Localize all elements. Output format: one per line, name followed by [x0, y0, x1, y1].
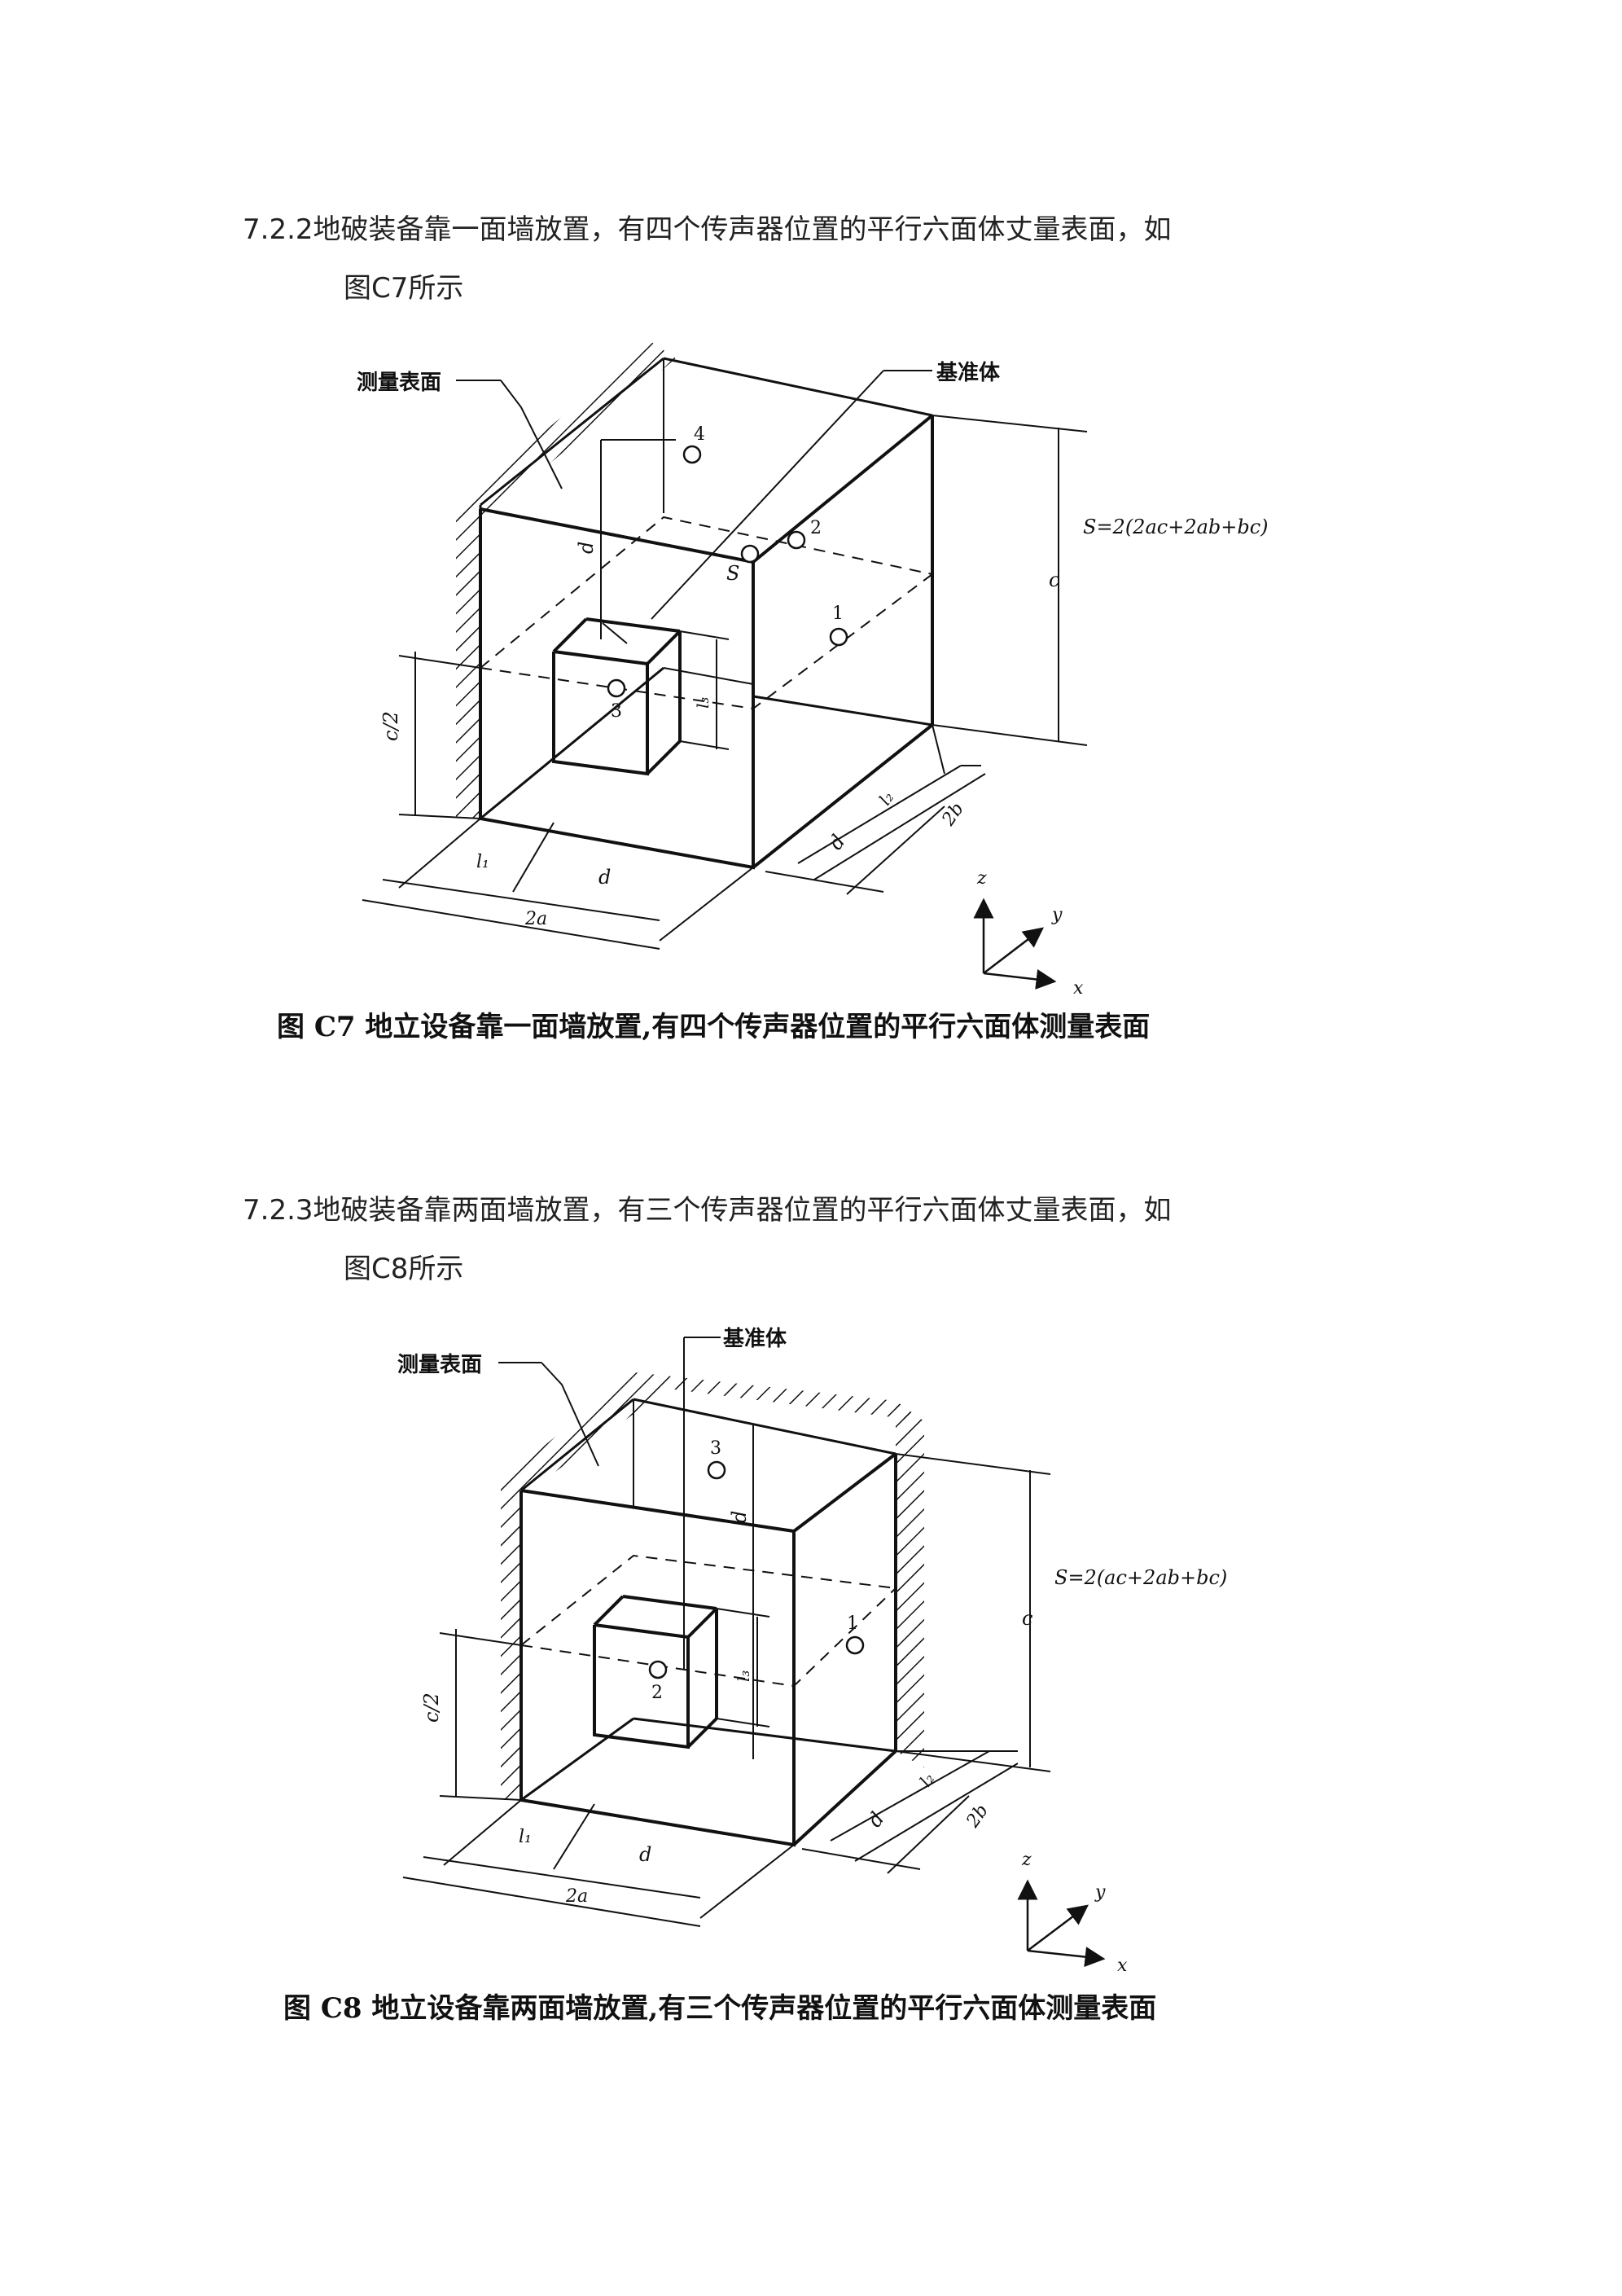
mic-label-4: 4 [694, 424, 705, 445]
mic-point-1 [829, 627, 848, 647]
mic-point-s [740, 544, 760, 564]
axis-x-c8: x [1117, 1956, 1128, 1976]
axis-z-c7: z [976, 868, 987, 889]
label-reference-body-c8: 基准体 [723, 1327, 787, 1351]
figure-c7: 测量表面 基准体 S=2(2ac+2ab+bc) 4 2 S 1 3 [277, 342, 1269, 1043]
axis-z-c8: z [1021, 1850, 1032, 1870]
wall-hatch-c8 [501, 1372, 924, 1800]
formula-c7: S=2(2ac+2ab+bc) [1083, 516, 1269, 538]
axes-c7 [973, 898, 1057, 990]
section-heading-7-2-2-cont: 图C7所示 [344, 272, 464, 305]
label-measurement-surface-c7: 测量表面 [357, 371, 441, 395]
mic-point-2 [787, 530, 806, 550]
mic-point-3 [607, 678, 626, 698]
mic-label-2: 2 [810, 518, 822, 538]
label-reference-body-c7: 基准体 [936, 361, 1001, 385]
dim-c-c8: c [1022, 1607, 1032, 1630]
dim-2a-c7: 2a [524, 909, 547, 929]
mic-point-1-c8 [845, 1635, 865, 1655]
dim-d-bottom-c7: d [598, 866, 611, 889]
mic-label-3: 3 [611, 701, 622, 722]
measurement-box-c7 [479, 357, 934, 870]
dimensions-c8 [402, 1453, 1051, 1927]
caption-c7: 图 C7 地立设备靠一面墙放置,有四个传声器位置的平行六面体测量表面 [277, 1011, 1150, 1043]
axis-y-c7: y [1051, 905, 1063, 925]
axis-x-c7: x [1073, 978, 1084, 999]
mic-label-1: 1 [832, 604, 844, 624]
mic-point-4 [682, 445, 702, 464]
dim-d-vertical-c8: d [728, 1511, 751, 1523]
mic-label-s: S [726, 562, 739, 585]
formula-c8: S=2(ac+2ab+bc) [1054, 1566, 1227, 1589]
mic-points-c7 [607, 445, 848, 698]
figure-c8: 测量表面 基准体 S=2(ac+2ab+bc) 3 1 2 [283, 1327, 1227, 2025]
mic-label-3-c8: 3 [710, 1438, 721, 1459]
dim-l1-c8: l₁ [519, 1827, 532, 1847]
dim-2a-c8: 2a [565, 1886, 588, 1907]
mic-point-3-c8 [707, 1460, 726, 1480]
axis-y-c8: y [1094, 1882, 1106, 1903]
dim-l2-c8: l₂ [915, 1769, 938, 1790]
section-heading-7-2-2: 7.2.2地破装备靠一面墙放置，有四个传声器位置的平行六面体丈量表面，如 [243, 213, 1172, 246]
dim-c-c7: c [1049, 569, 1059, 591]
dim-d-bottom-c8: d [639, 1843, 651, 1866]
dim-l3-c7: l₃ [693, 697, 712, 709]
caption-c8: 图 C8 地立设备靠两面墙放置,有三个传声器位置的平行六面体测量表面 [283, 1992, 1156, 2025]
dim-c-half-c7: c/2 [379, 711, 402, 741]
mic-point-2-c8 [648, 1660, 668, 1679]
mic-label-1-c8: 1 [847, 1613, 858, 1634]
dimensions-c7 [362, 415, 1088, 950]
reference-box-c8 [593, 1595, 718, 1749]
dim-l3-c8: l₃ [734, 1670, 753, 1682]
dim-d-right-c8: d [863, 1808, 889, 1832]
dim-2b-c8: 2b [962, 1801, 993, 1832]
section-heading-7-2-3: 7.2.3地破装备靠两面墙放置，有三个传声器位置的平行六面体丈量表面，如 [243, 1194, 1172, 1227]
dim-2b-c7: 2b [938, 799, 968, 830]
section-heading-7-2-3-cont: 图C8所示 [344, 1253, 464, 1285]
measurement-box-c8 [519, 1399, 897, 1847]
axes-c8 [1017, 1879, 1106, 1968]
label-measurement-surface-c8: 测量表面 [397, 1353, 482, 1377]
dim-d-vertical-c7: d [575, 542, 598, 554]
mic-points-c8 [648, 1460, 865, 1679]
mic-label-2-c8: 2 [651, 1683, 663, 1703]
dim-l1-c7: l₁ [476, 852, 489, 872]
dim-c-half-c8: c/2 [420, 1692, 443, 1723]
reference-box-c7 [552, 617, 682, 776]
